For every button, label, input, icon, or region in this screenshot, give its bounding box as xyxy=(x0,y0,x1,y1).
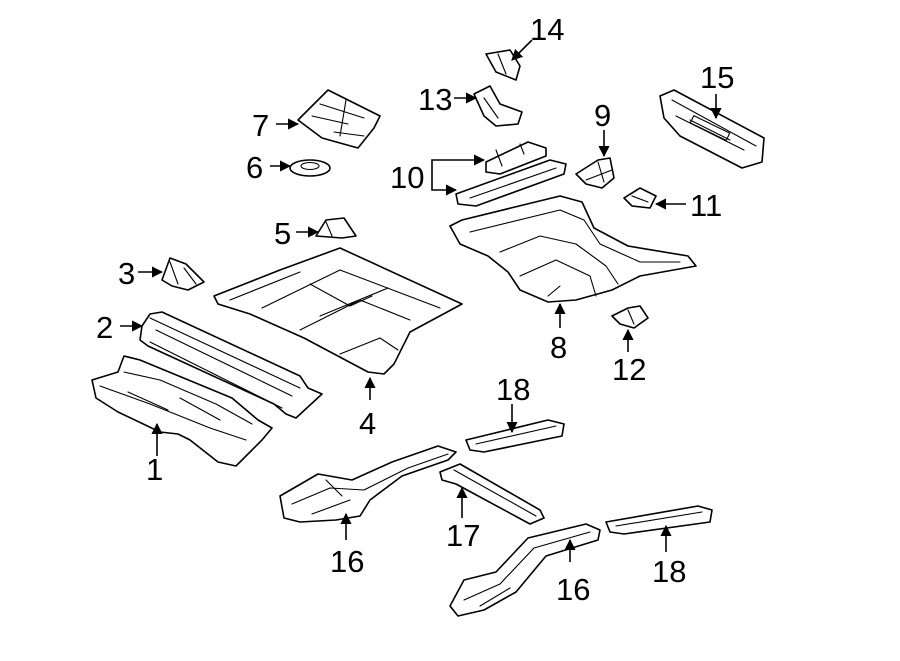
part-17-crossmember[interactable] xyxy=(439,463,545,525)
leader-10-lower xyxy=(431,176,458,196)
callout-label-1: 1 xyxy=(146,452,163,487)
callout-label-3: 3 xyxy=(118,256,135,291)
part-11-bracket[interactable] xyxy=(623,187,657,209)
leader-14 xyxy=(511,39,533,61)
part-12-bracket[interactable] xyxy=(611,305,649,329)
callout-label-14: 14 xyxy=(530,12,564,47)
callout-label-16-upper: 16 xyxy=(330,544,364,579)
callout-label-2: 2 xyxy=(96,310,113,345)
callout-label-16-lower: 16 xyxy=(556,572,590,607)
part-1-floor-side-panel[interactable] xyxy=(91,355,273,467)
part-7-panel[interactable] xyxy=(297,89,381,149)
part-16-rear-side-member-upper[interactable] xyxy=(279,445,457,523)
callout-label-12: 12 xyxy=(612,352,646,387)
callout-label-6: 6 xyxy=(246,150,263,185)
callout-label-8: 8 xyxy=(550,330,567,365)
part-14-extension[interactable] xyxy=(485,49,521,81)
part-6-plug[interactable] xyxy=(289,159,331,177)
part-15-rear-body-panel[interactable] xyxy=(659,89,765,169)
part-10-crossmember-pair[interactable] xyxy=(455,141,567,207)
callout-label-7: 7 xyxy=(252,108,269,143)
callout-label-11: 11 xyxy=(690,188,722,223)
callout-label-9: 9 xyxy=(594,98,611,133)
part-18-support-rail-upper[interactable] xyxy=(465,419,565,453)
part-8-rear-floor-pan[interactable] xyxy=(449,195,697,303)
leader-10-upper xyxy=(431,154,486,176)
callout-label-15: 15 xyxy=(700,60,734,95)
callout-label-10: 10 xyxy=(390,160,424,195)
part-2-reinforcement-rail[interactable] xyxy=(139,311,323,419)
part-4-front-floor-pan[interactable] xyxy=(213,247,463,375)
part-13-extension[interactable] xyxy=(473,85,523,127)
callout-label-17: 17 xyxy=(446,518,480,553)
part-16-rear-side-member-lower[interactable] xyxy=(449,523,601,617)
callout-label-5: 5 xyxy=(274,216,291,251)
part-9-bracket[interactable] xyxy=(575,157,615,189)
callout-label-18-lower: 18 xyxy=(652,554,686,589)
part-3-bracket[interactable] xyxy=(161,257,205,291)
callout-label-4: 4 xyxy=(359,406,376,441)
part-5-small-bracket[interactable] xyxy=(315,217,357,239)
part-18-support-rail-lower[interactable] xyxy=(605,505,713,535)
callout-label-18-upper: 18 xyxy=(496,372,530,407)
callout-label-13: 13 xyxy=(418,82,452,117)
